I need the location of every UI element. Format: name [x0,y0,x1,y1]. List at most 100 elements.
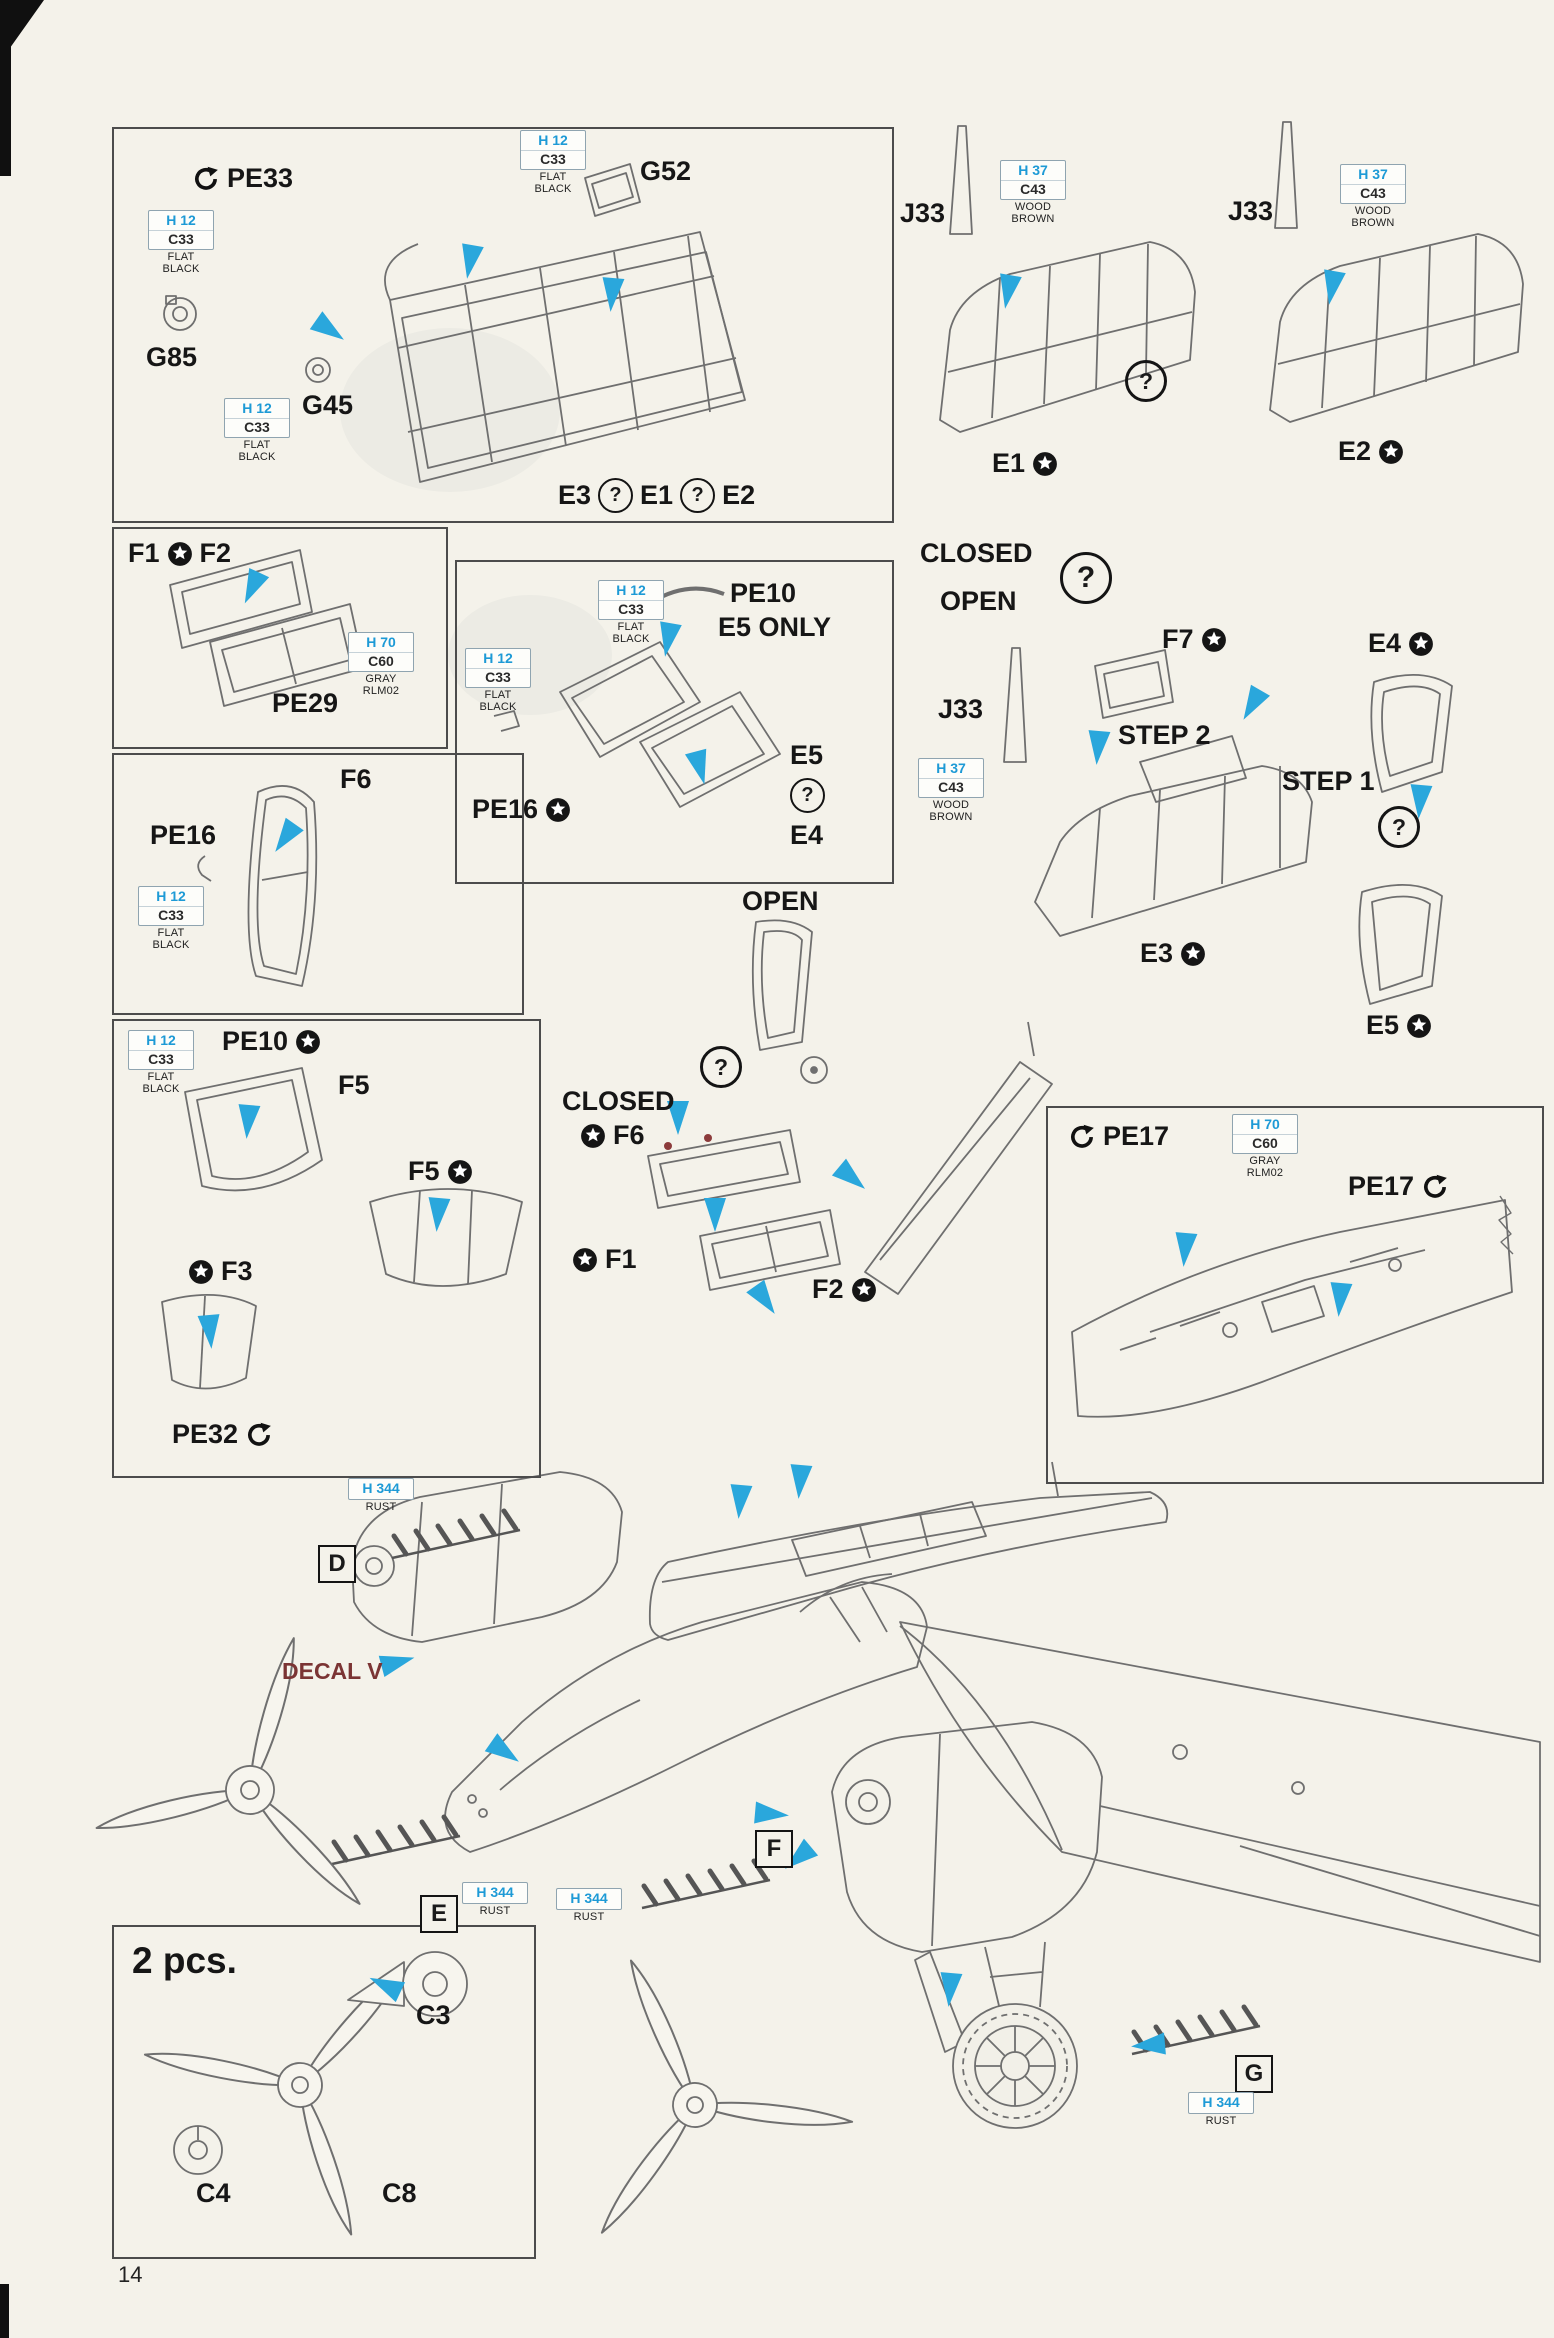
panel-props [112,1925,536,2259]
paint-code: H 12 [156,888,186,904]
star-icon [1032,451,1058,477]
state-label-closed: CLOSED [562,1086,675,1116]
paint-code: C33 [129,1049,193,1069]
part-label-e4: E4 [1368,628,1402,658]
part-label-pe33: PE33 [227,162,294,193]
part-label-j33: J33 [938,694,984,724]
question-icon: ? [790,778,825,813]
pe17-right-row: PE17 [1348,1172,1449,1200]
part-label-e3: E3 [1140,938,1174,968]
pe17-left-row: PE17 [1068,1122,1169,1150]
paint-code: C43 [1001,179,1065,199]
paint-name: FLAT BLACK [612,621,650,645]
paint-code: H 70 [366,634,396,650]
paint-code: H 37 [1018,162,1048,178]
part-label-pe10: PE10 [730,578,797,608]
e2-star-row: E2 [1338,438,1404,465]
paint-chip-rust: H 344 RUST [1188,2092,1254,2127]
paint-chip-gray-rlm02: H 70 C60 GRAY RLM02 [348,632,414,697]
part-label-e2: E2 [722,480,756,510]
f6-star-row: F6 [580,1122,645,1149]
variant-row-e3-e1-e2: E3 ? E1 ? E2 [558,478,755,513]
part-label-g85: G85 [146,342,198,372]
windshield-drawing [647,919,1053,1295]
paint-name: RUST [365,1500,397,1513]
question-icon: ? [700,1046,742,1088]
paint-chip-wood-brown: H 37 C43 WOOD BROWN [918,758,984,823]
paint-code: C33 [466,667,530,687]
paint-chip-flat-black: H 12 C33 FLAT BLACK [148,210,214,275]
paint-code: H 344 [362,1480,400,1496]
paint-name: RUST [1205,2114,1237,2127]
star-icon [580,1123,606,1149]
paint-name: FLAT BLACK [238,439,276,463]
star-icon [572,1247,598,1273]
step-1-label: STEP 1 [1282,766,1375,796]
part-label-f6: F6 [340,764,372,794]
paint-code: H 344 [570,1890,608,1906]
letter-box-d: D [318,1545,356,1583]
paint-code: C60 [349,651,413,671]
panel-cockpit-pe17 [1046,1106,1544,1484]
paint-chip-flat-black: H 12 C33 FLAT BLACK [465,648,531,713]
page-number: 14 [118,2262,143,2287]
rotate-icon [245,1420,273,1448]
part-label-c3: C3 [416,2000,451,2030]
part-label-pe17: PE17 [1103,1120,1170,1151]
paint-name: FLAT BLACK [152,927,190,951]
paint-chip-rust: H 344 RUST [462,1882,528,1917]
question-icon: ? [1125,360,1167,402]
panel-rear-canopy [112,127,894,523]
e1-star-row: E1 [992,450,1058,477]
paint-code: H 37 [936,760,966,776]
part-label-f5: F5 [408,1156,440,1186]
paint-code: H 12 [242,400,272,416]
paint-name: GRAY RLM02 [1246,1155,1284,1179]
part-label-pe10: PE10 [222,1026,289,1056]
state-label-open: OPEN [940,586,1017,616]
star-icon [188,1259,214,1285]
part-label-e4: E4 [790,820,824,850]
paint-code: H 12 [146,1032,176,1048]
star-icon [1378,439,1404,465]
paint-code: H 12 [166,212,196,228]
f1-star-row: F1 [572,1246,637,1273]
paint-chip-rust: H 344 RUST [348,1478,414,1513]
star-icon [447,1159,473,1185]
paint-code: H 344 [1202,2094,1240,2110]
letter-box-f: F [755,1830,793,1868]
panel-f5-f3 [112,1019,541,1478]
paint-code: H 37 [1358,166,1388,182]
part-label-g45: G45 [302,390,354,420]
part-label-pe29: PE29 [272,688,339,718]
rotate-icon [1068,1122,1096,1150]
part-label-f5: F5 [338,1070,370,1100]
part-label-j33: J33 [1228,196,1274,226]
paint-code: C33 [139,905,203,925]
star-icon [1201,627,1227,653]
part-label-f3: F3 [221,1256,253,1286]
paint-code: C33 [149,229,213,249]
paint-chip-flat-black: H 12 C33 FLAT BLACK [520,130,586,195]
paint-code: H 12 [538,132,568,148]
paint-name: GRAY RLM02 [362,673,400,697]
paint-chip-flat-black: H 12 C33 FLAT BLACK [598,580,664,645]
part-label-f2: F2 [199,538,232,568]
part-label-e5: E5 [790,740,824,770]
pe32-label-row: PE32 [172,1420,273,1448]
decal-v-label: DECAL V [282,1658,383,1684]
paint-chip-rust: H 344 RUST [556,1888,622,1923]
part-label-f6: F6 [613,1120,645,1150]
part-label-pe32: PE32 [172,1418,239,1449]
star-icon [1406,1013,1432,1039]
scan-artifacts [0,0,44,2338]
rotate-icon [192,164,220,192]
paint-code: C33 [599,599,663,619]
pe10-label-row: PE10 [222,1028,321,1055]
paint-chip-flat-black: H 12 C33 FLAT BLACK [128,1030,194,1095]
part-label-e1: E1 [992,448,1026,478]
paint-chip-wood-brown: H 37 C43 WOOD BROWN [1340,164,1406,229]
question-icon: ? [598,478,634,513]
paint-name: RUST [479,1904,511,1917]
part-label-e1: E1 [640,480,674,510]
